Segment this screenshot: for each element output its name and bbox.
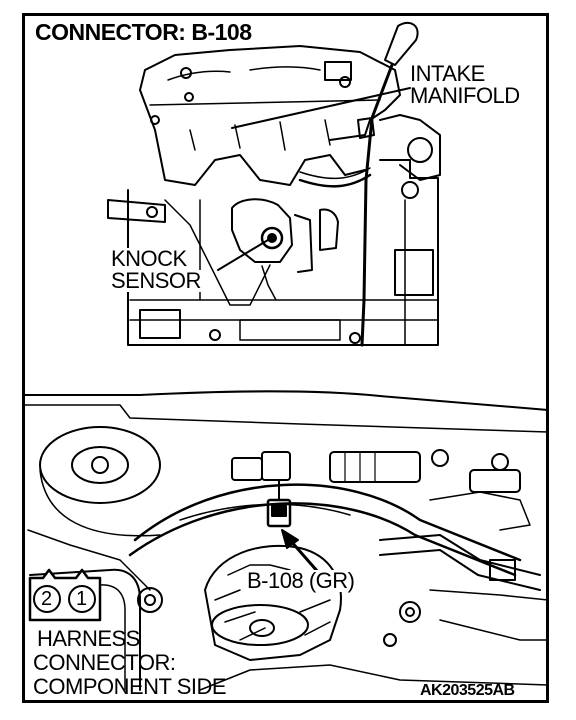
knock-sensor-label-line1: KNOCK	[108, 248, 190, 270]
harness-label-line3: COMPONENT SIDE	[33, 674, 227, 699]
diagram-frame	[22, 13, 549, 703]
pin-2-label: 2	[41, 588, 52, 610]
pin-1-label: 1	[76, 588, 87, 610]
view-divider	[24, 390, 549, 411]
figure-code: AK203525AB	[420, 682, 515, 699]
pin-diagram	[28, 568, 102, 622]
intake-manifold-label-line1: INTAKE	[410, 61, 485, 86]
upper-engine-view	[107, 21, 441, 347]
connector-callout-label: B-108 (GR)	[244, 570, 358, 592]
intake-manifold-label-line2: MANIFOLD	[410, 83, 520, 108]
harness-label-line2: CONNECTOR:	[33, 650, 176, 675]
knock-sensor-label-line2: SENSOR	[108, 270, 204, 292]
lower-engine-view	[27, 426, 549, 691]
harness-label-line1: HARNESS	[37, 626, 140, 651]
page-title: CONNECTOR: B-108	[35, 19, 252, 45]
